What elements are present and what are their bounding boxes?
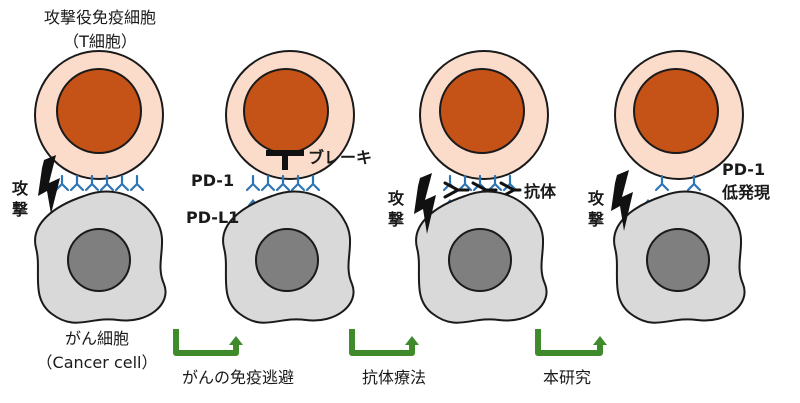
- pd1-receptors-4: [654, 174, 702, 192]
- pd1-receptor: [84, 174, 100, 192]
- brake-label: ブレーキ: [308, 148, 372, 167]
- cancer-cell-2: [222, 190, 355, 324]
- step-label-this-study: 本研究: [543, 368, 591, 387]
- cancer-nucleus: [255, 228, 319, 292]
- cancer-cell-title: がん細胞: [65, 329, 129, 348]
- t-cell-nucleus: [56, 68, 142, 154]
- pd1-label: PD-1: [191, 171, 234, 190]
- cancer-nucleus: [448, 228, 512, 292]
- panel-4: [611, 50, 746, 324]
- pd1-receptor: [654, 174, 670, 192]
- t-cell-nucleus: [439, 68, 525, 154]
- panel-1: [34, 50, 167, 324]
- pd1-receptors-2: [245, 174, 321, 192]
- pd1-receptor: [114, 174, 130, 192]
- pd1-receptor: [99, 174, 115, 192]
- attack-label-3a: 攻: [388, 189, 405, 208]
- pd1-receptor: [305, 174, 321, 192]
- curved-arrow-icon: [349, 329, 419, 356]
- attack-label-4b: 撃: [588, 210, 604, 229]
- pd1-receptor: [69, 174, 85, 192]
- arrow-3-body: [535, 329, 603, 356]
- pd1-receptor: [275, 174, 291, 192]
- t-cell-nucleus: [633, 68, 719, 154]
- lightning-bolt-icon: [611, 170, 633, 231]
- antibody-1: [443, 181, 470, 199]
- panel-3: [414, 50, 549, 324]
- cancer-cell-subtitle: （Cancer cell）: [37, 353, 158, 372]
- cancer-cell-1: [34, 190, 167, 324]
- pd1-receptor: [129, 174, 145, 192]
- t-cell-nucleus: [243, 68, 329, 154]
- attack-label-1a: 攻: [12, 179, 29, 198]
- brake-t-icon: [266, 150, 304, 170]
- t-cell-2: [225, 50, 355, 180]
- curved-arrow-icon: [535, 329, 607, 356]
- pd1-receptor: [686, 174, 702, 192]
- step-label-immune-escape: がんの免疫逃避: [182, 368, 294, 387]
- brake-stem: [282, 150, 288, 170]
- lightning-bolt-icon: [414, 173, 436, 234]
- cancer-cell-3: [415, 190, 548, 324]
- attack-label-3b: 撃: [388, 210, 404, 229]
- pd1-receptor: [290, 174, 306, 192]
- arrow-3-head: [593, 336, 607, 345]
- arrow-2-head: [405, 336, 419, 345]
- attack-label-4a: 攻: [588, 189, 605, 208]
- curved-arrow-icon: [173, 329, 243, 356]
- arrow-1-head: [229, 336, 243, 345]
- panel-2: [222, 50, 355, 324]
- t-cell-1: [34, 50, 164, 180]
- t-cell-4: [614, 50, 744, 180]
- pd1-receptor: [245, 174, 261, 192]
- t-cell-3: [419, 50, 549, 180]
- cancer-cell-4: [613, 190, 746, 324]
- t-cell-subtitle: （T細胞）: [63, 32, 137, 51]
- pdl1-label: PD-L1: [186, 208, 239, 227]
- cancer-nucleus: [646, 228, 710, 292]
- arrow-2-body: [349, 329, 415, 356]
- cancer-nucleus: [67, 228, 131, 292]
- pd1-low-label: PD-1: [722, 160, 765, 179]
- antibody-label: 抗体: [524, 182, 557, 201]
- t-cell-title: 攻撃役免疫細胞: [44, 8, 156, 27]
- pd1-low-sublabel: 低発現: [721, 183, 770, 202]
- attack-label-1b: 撃: [12, 200, 28, 219]
- pd1-receptor: [260, 174, 276, 192]
- lightning-bolt-icon: [38, 155, 60, 214]
- arrow-1-body: [173, 329, 239, 356]
- pd1-receptors-1: [54, 174, 145, 192]
- step-label-antibody-therapy: 抗体療法: [362, 368, 426, 387]
